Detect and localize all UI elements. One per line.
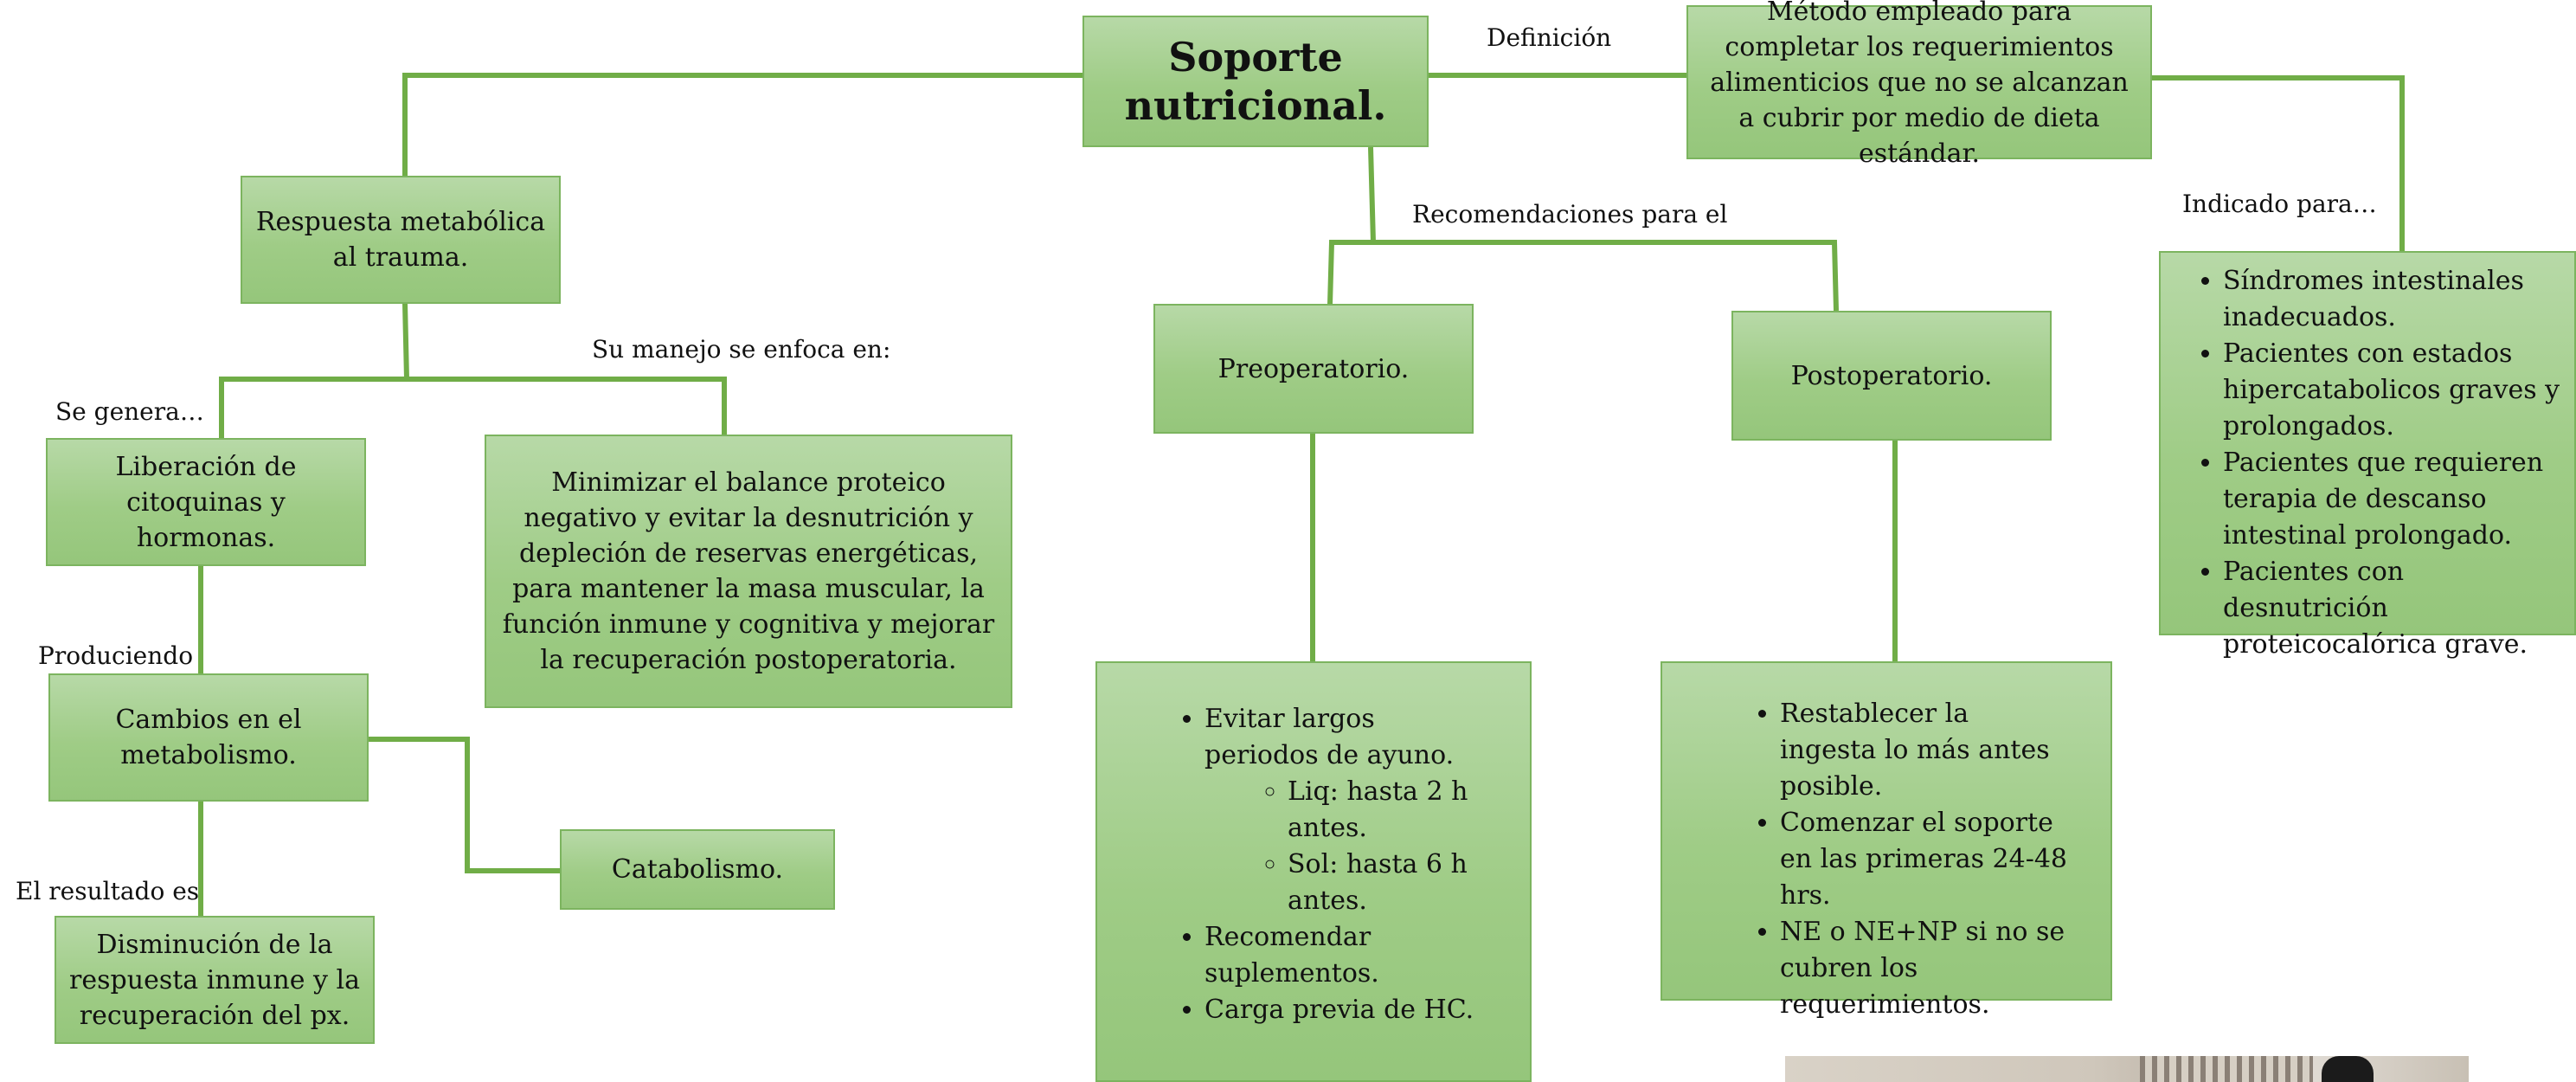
title-box: Soporte nutricional.: [1082, 16, 1429, 147]
label-produciendo: Produciendo: [38, 641, 194, 670]
list-item: Restablecer la ingesta lo más antes posi…: [1780, 696, 2067, 805]
list-item: Síndromes intestinales inadecuados.: [2223, 263, 2566, 336]
pre-item-ayuno: Evitar largos periodos de ayuno.: [1204, 704, 1455, 770]
pre-list-box: Evitar largos periodos de ayuno. Liq: ha…: [1095, 661, 1532, 1082]
minimizar-text: Minimizar el balance proteico negativo y…: [502, 467, 995, 675]
postoperatorio-text: Postoperatorio.: [1790, 360, 1993, 391]
pre-sublist: Liq: hasta 2 h antes. Sol: hasta 6 h ant…: [1204, 774, 1487, 919]
list-item: Sol: hasta 6 h antes.: [1288, 847, 1487, 919]
preoperatorio-box: Preoperatorio.: [1153, 304, 1474, 434]
label-resultado: El resultado es: [16, 877, 200, 905]
postoperatorio-box: Postoperatorio.: [1731, 311, 2052, 441]
post-list-box: Restablecer la ingesta lo más antes posi…: [1661, 661, 2112, 1020]
catabolismo-text: Catabolismo.: [611, 854, 784, 885]
label-se-genera: Se genera…: [55, 397, 204, 426]
cambios-box: Cambios en el metabolismo.: [48, 673, 369, 802]
indicado-list: Síndromes intestinales inadecuados. Paci…: [2162, 263, 2566, 663]
list-item: NE o NE+NP si no se cubren los requerimi…: [1780, 914, 2067, 1023]
liberacion-box: Liberación de citoquinas y hormonas.: [46, 438, 366, 566]
list-item: Pacientes que requieren terapia de desca…: [2223, 445, 2566, 554]
preoperatorio-text: Preoperatorio.: [1217, 353, 1410, 384]
catabolismo-box: Catabolismo.: [560, 829, 835, 910]
definition-text: Método empleado para completar los reque…: [1710, 0, 2129, 169]
respuesta-text: Respuesta metabólica al trauma.: [255, 207, 546, 273]
minimizar-box: Minimizar el balance proteico negativo y…: [485, 435, 1012, 708]
label-su-manejo: Su manejo se enfoca en:: [592, 335, 891, 364]
list-item: Recomendar suplementos.: [1204, 919, 1487, 992]
label-definicion: Definición: [1487, 23, 1612, 52]
photo-detail: [2140, 1056, 2313, 1082]
list-item: Evitar largos periodos de ayuno. Liq: ha…: [1204, 701, 1487, 919]
indicado-list-box: Síndromes intestinales inadecuados. Paci…: [2159, 251, 2576, 660]
disminucion-text: Disminución de la respuesta inmune y la …: [69, 929, 360, 1031]
list-item: Carga previa de HC.: [1204, 992, 1487, 1028]
list-item: Comenzar el soporte en las primeras 24-4…: [1780, 805, 2067, 914]
pre-list: Evitar largos periodos de ayuno. Liq: ha…: [1115, 701, 1513, 1028]
post-list: Restablecer la ingesta lo más antes posi…: [1680, 696, 2093, 1023]
list-item: Pacientes con desnutrición proteicocalór…: [2223, 554, 2566, 663]
liberacion-text: Liberación de citoquinas y hormonas.: [115, 451, 297, 553]
page-title: Soporte nutricional.: [1124, 34, 1387, 129]
disminucion-box: Disminución de la respuesta inmune y la …: [55, 916, 375, 1044]
partial-photo: [1785, 1056, 2469, 1082]
cambios-text: Cambios en el metabolismo.: [115, 705, 302, 770]
respuesta-box: Respuesta metabólica al trauma.: [241, 176, 561, 304]
list-item: Pacientes con estados hipercatabolicos g…: [2223, 336, 2566, 445]
photo-detail: [2322, 1056, 2374, 1082]
list-item: Liq: hasta 2 h antes.: [1288, 774, 1487, 847]
definition-box: Método empleado para completar los reque…: [1686, 0, 2152, 169]
label-indicado: Indicado para…: [2182, 190, 2377, 218]
label-recomendaciones: Recomendaciones para el: [1412, 200, 1728, 229]
